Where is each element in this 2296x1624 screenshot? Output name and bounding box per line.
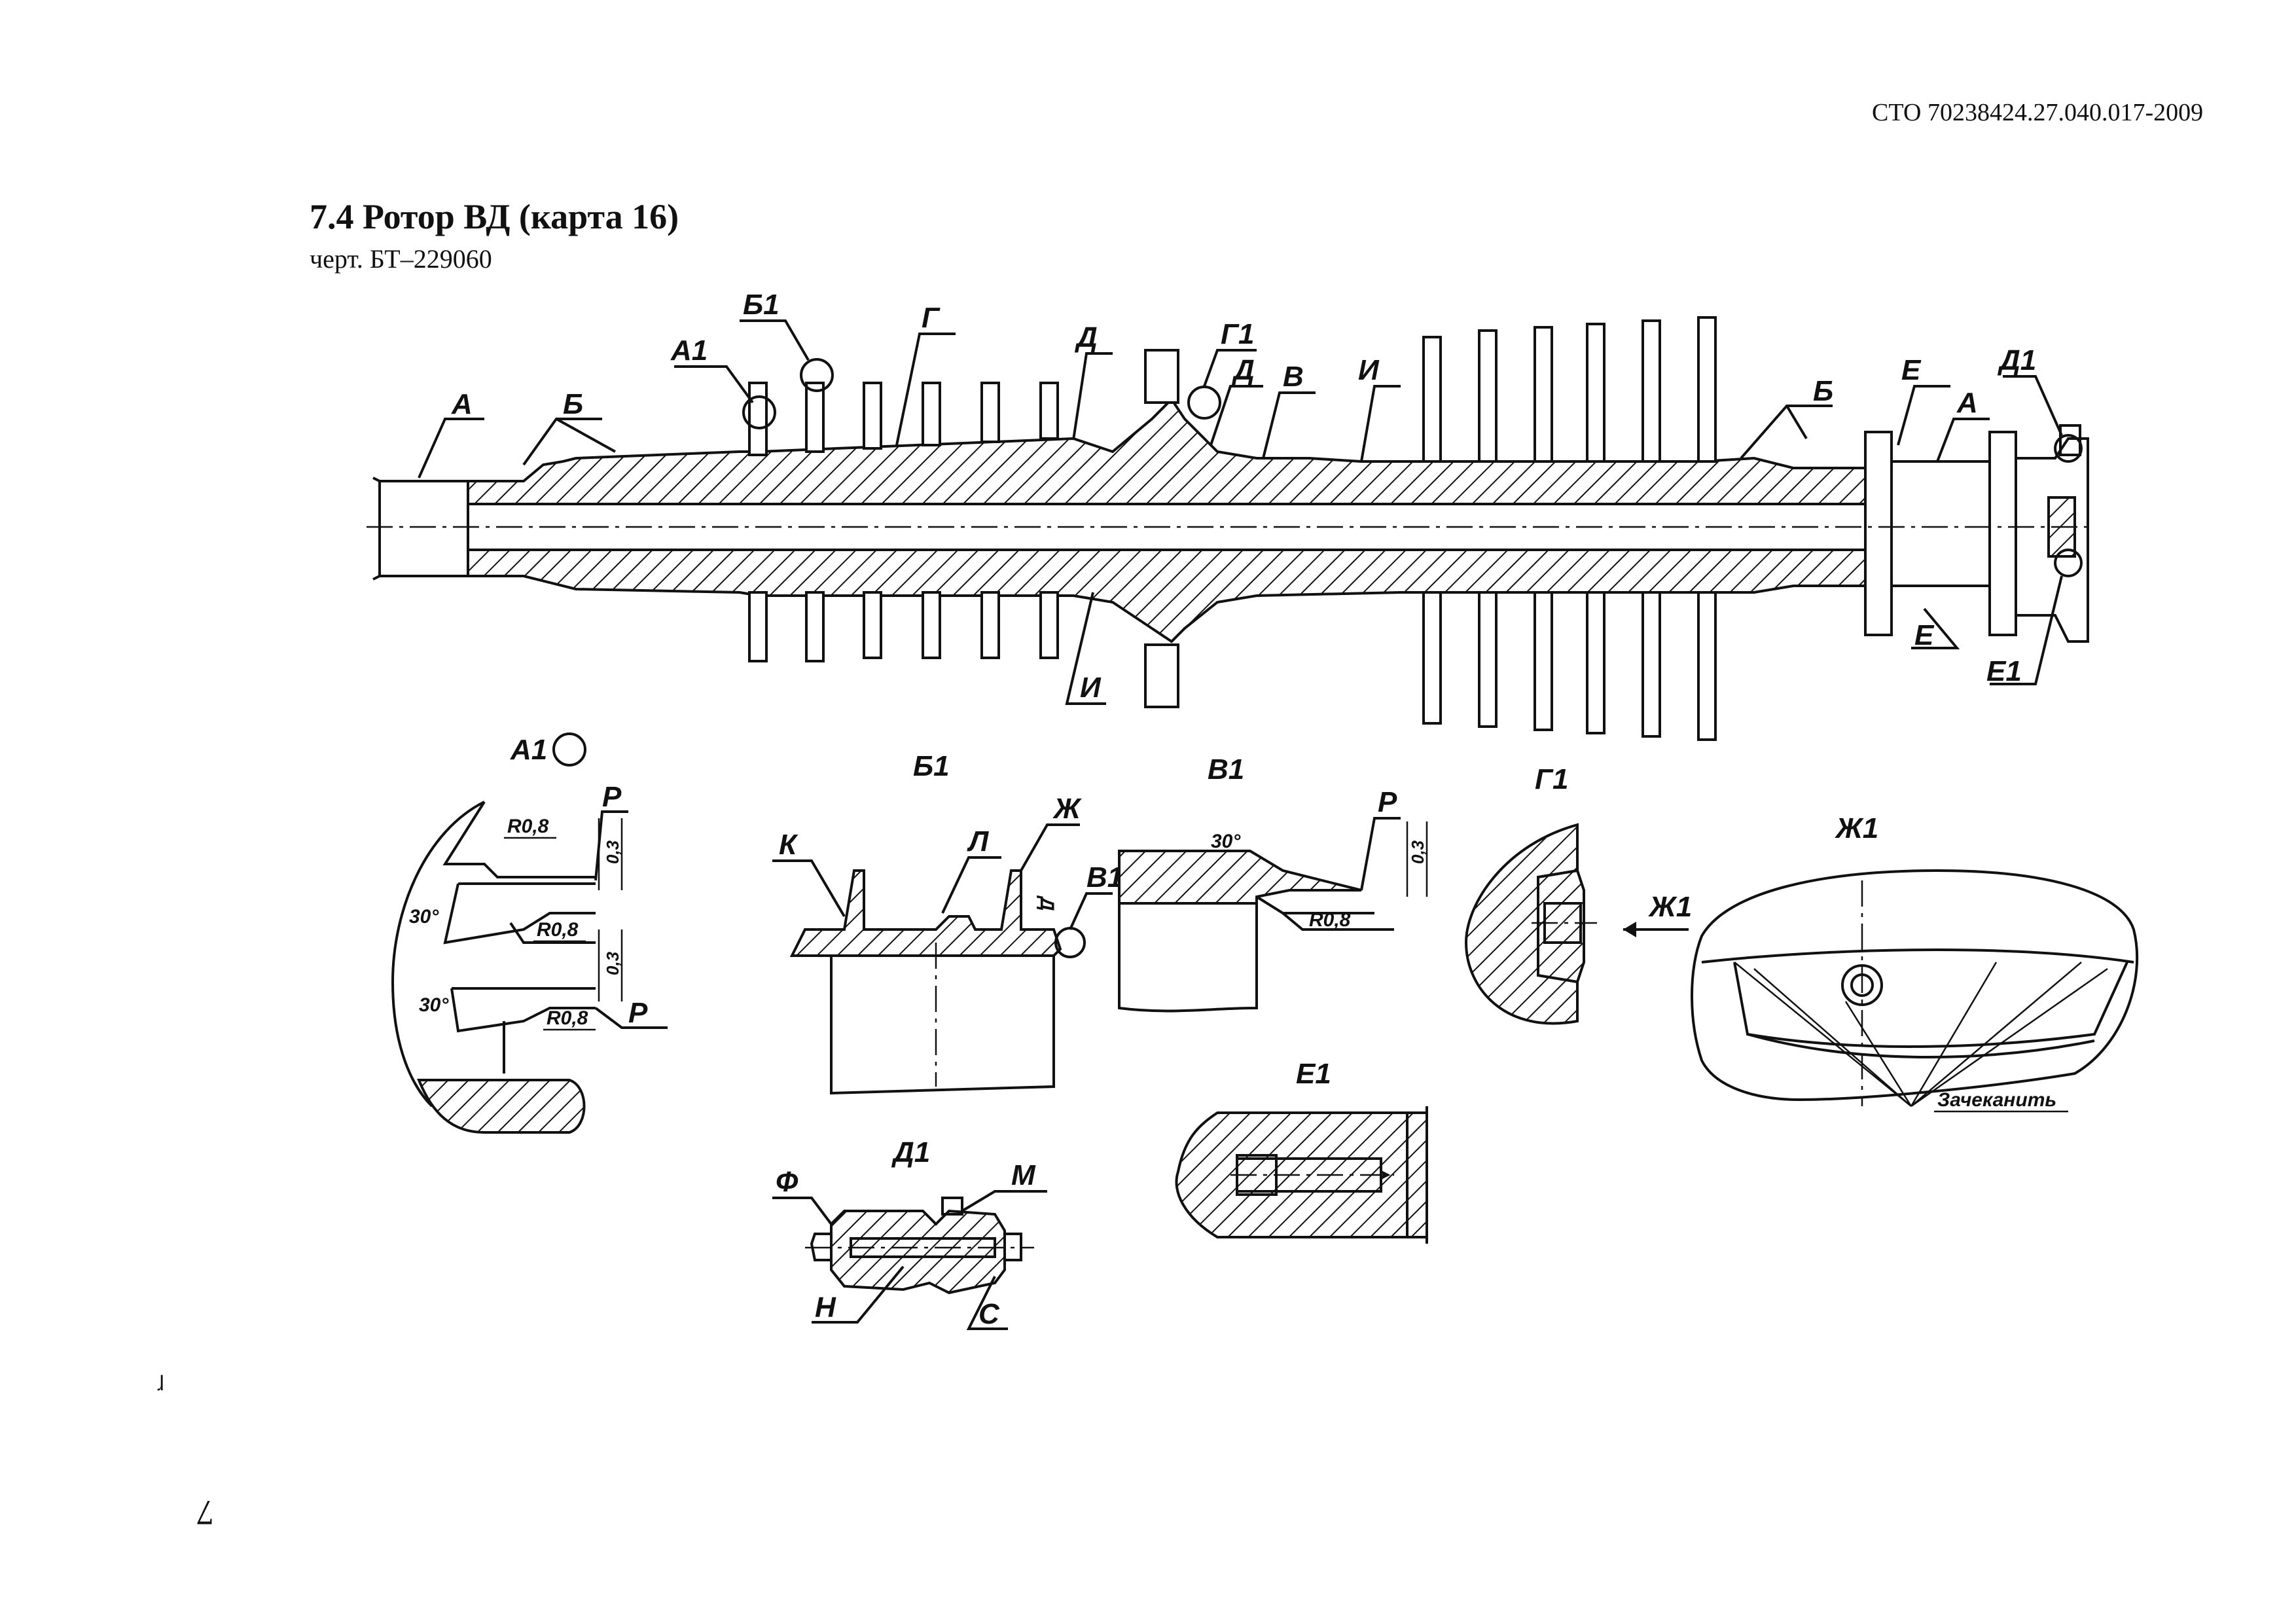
d1-label-f: Ф bbox=[776, 1166, 798, 1198]
label-a-right: А bbox=[1956, 387, 1978, 419]
blades-upper-right bbox=[1422, 316, 1717, 463]
label-e1: Е1 bbox=[1986, 655, 2022, 687]
blades-lower-right bbox=[1422, 591, 1717, 741]
detail-circle-e1 bbox=[2054, 549, 2083, 577]
label-d1: Д1 bbox=[1997, 344, 2036, 376]
a1-p-top: Р bbox=[602, 781, 622, 813]
detail-e1: Е1 bbox=[1175, 1058, 1428, 1244]
detail-circle-d1 bbox=[2054, 434, 2083, 463]
label-e-bottom: Е bbox=[1914, 619, 1935, 651]
label-i-top: И bbox=[1358, 354, 1380, 386]
a1-r-top: R0,8 bbox=[507, 816, 549, 837]
d1-label-m: М bbox=[1011, 1159, 1036, 1191]
label-a1: А1 bbox=[670, 334, 708, 367]
detail-circle-b1 bbox=[800, 358, 834, 392]
detail-b1-title: Б1 bbox=[913, 750, 950, 782]
page-title: 7.4 Ротор ВД (карта 16) bbox=[310, 197, 679, 236]
b1-label-k: К bbox=[779, 829, 798, 861]
a1-angle-top: 30° bbox=[409, 906, 439, 928]
label-i-bottom: И bbox=[1080, 672, 1102, 704]
detail-e1-title: Е1 bbox=[1296, 1058, 1331, 1090]
doc-code: СТО 70238424.27.040.017-2009 bbox=[1872, 99, 2204, 126]
a1-dim-bot: 0,3 bbox=[603, 951, 622, 975]
v1-angle: 30° bbox=[1211, 831, 1241, 852]
drawing-number: черт. БТ–229060 bbox=[310, 244, 492, 274]
detail-d1: Д1 Ф М Н С bbox=[772, 1136, 1047, 1330]
a1-r-bot: R0,8 bbox=[547, 1007, 588, 1029]
b1-label-v1: В1 bbox=[1086, 861, 1123, 893]
v1-dim: 0,3 bbox=[1408, 840, 1427, 864]
rotor-body-upper bbox=[467, 397, 1867, 505]
d1-label-n: Н bbox=[815, 1291, 836, 1324]
detail-circle-a1 bbox=[742, 395, 776, 429]
g1-zh1: Ж1 bbox=[1648, 891, 1692, 923]
label-g: Г bbox=[922, 302, 941, 334]
a1-angle-bot: 30° bbox=[419, 994, 449, 1016]
label-d2: Д bbox=[1231, 354, 1255, 386]
blades-lower-left bbox=[748, 591, 1059, 662]
detail-a1: А1 R0,8 R0,8 R0,8 30° 30° 0,3 0,3 Р bbox=[391, 732, 668, 1134]
page-number: 7 bbox=[196, 1493, 214, 1532]
label-g1: Г1 bbox=[1221, 318, 1254, 350]
rotor-body-lower bbox=[467, 549, 1867, 643]
label-b-right: Б bbox=[1813, 375, 1833, 407]
detail-a1-title: А1 bbox=[510, 734, 547, 766]
zh1-note: Зачеканить bbox=[1937, 1089, 2056, 1111]
detail-zh1-title: Ж1 bbox=[1835, 812, 1878, 844]
detail-zh1: Ж1 Зачеканить bbox=[1691, 812, 2139, 1113]
v1-p: Р bbox=[1378, 786, 1397, 818]
detail-b1: Б1 К Л Ж Д В1 bbox=[772, 750, 1123, 1095]
v1-r: R0,8 bbox=[1309, 909, 1351, 931]
detail-v1-title: В1 bbox=[1208, 753, 1244, 785]
label-b1: Б1 bbox=[743, 289, 780, 321]
detail-g1: Г1 Ж1 bbox=[1464, 763, 1692, 1025]
label-a-left: А bbox=[451, 388, 473, 420]
b1-label-d: Д bbox=[1036, 895, 1058, 911]
detail-circle-g1 bbox=[1187, 386, 1221, 420]
label-v: В bbox=[1283, 361, 1304, 393]
control-stage-disk bbox=[1144, 349, 1179, 404]
b1-label-zh: Ж bbox=[1052, 793, 1082, 825]
rotor-main-view: А Б А1 Б1 Г Д Г1 Д В И И bbox=[367, 289, 2094, 741]
detail-v1: В1 30° Р 0,3 R0,8 bbox=[1118, 753, 1428, 1013]
main-leaders: А Б А1 Б1 Г Д Г1 Д В И И bbox=[418, 289, 2063, 705]
a1-r-mid: R0,8 bbox=[537, 919, 579, 941]
detail-g1-title: Г1 bbox=[1535, 763, 1568, 795]
label-e-top: Е bbox=[1901, 354, 1922, 386]
label-d: Д bbox=[1074, 321, 1098, 353]
a1-dim-top: 0,3 bbox=[603, 840, 622, 864]
d1-label-s: С bbox=[978, 1298, 1000, 1330]
b1-label-l: Л bbox=[967, 825, 989, 857]
corner-mark: ɺ bbox=[157, 1371, 164, 1395]
a1-p-bot: Р bbox=[628, 997, 648, 1029]
blades-upper-left bbox=[748, 382, 1059, 456]
shaft-left-end bbox=[372, 477, 469, 581]
control-stage-disk-lower bbox=[1144, 643, 1179, 708]
label-b-left: Б bbox=[563, 388, 583, 420]
detail-d1-title: Д1 bbox=[891, 1136, 930, 1168]
